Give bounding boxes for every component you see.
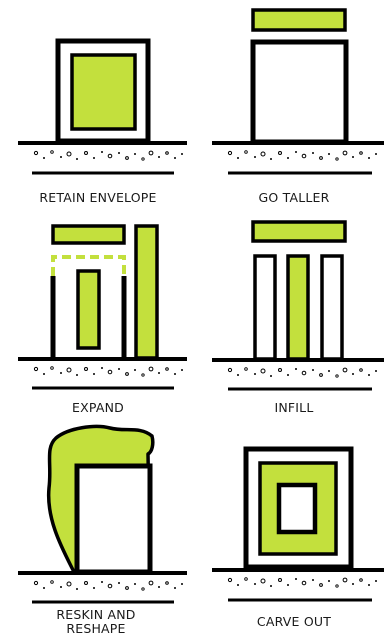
gravel-texture [33,150,184,161]
label-infill: INFILL [274,400,314,415]
panel-carve-out [212,446,384,602]
panel-go-taller [212,8,384,175]
gravel-texture [227,577,378,588]
green-roof-block [251,220,347,243]
label-reskin-and-reshape: RESKIN AND RESHAPE [56,607,136,636]
label-go-taller: GO TALLER [258,190,330,205]
panel-reskin-and-reshape [18,424,187,604]
green-interior [76,269,101,350]
panel-expand [18,224,187,390]
gravel-texture [33,366,184,377]
green-addition [251,8,347,32]
white-column-right [320,254,344,361]
label-carve-out: CARVE OUT [256,614,332,629]
dashed-expansion-outline [51,255,126,276]
gravel-texture [227,367,378,378]
green-column-center [286,254,310,361]
building-outline [250,39,349,145]
panel-retain-envelope [18,38,187,175]
gravel-texture [227,150,378,161]
carved-void [276,482,318,535]
green-roof-block [51,224,126,245]
green-side-tower [134,224,159,360]
label-retain-envelope: RETAIN ENVELOPE [39,190,157,205]
white-column-left [253,254,277,361]
label-expand: EXPAND [72,400,124,415]
gravel-texture [33,580,184,591]
green-core [70,53,137,131]
panel-infill [212,220,384,391]
building-outline [74,463,153,575]
